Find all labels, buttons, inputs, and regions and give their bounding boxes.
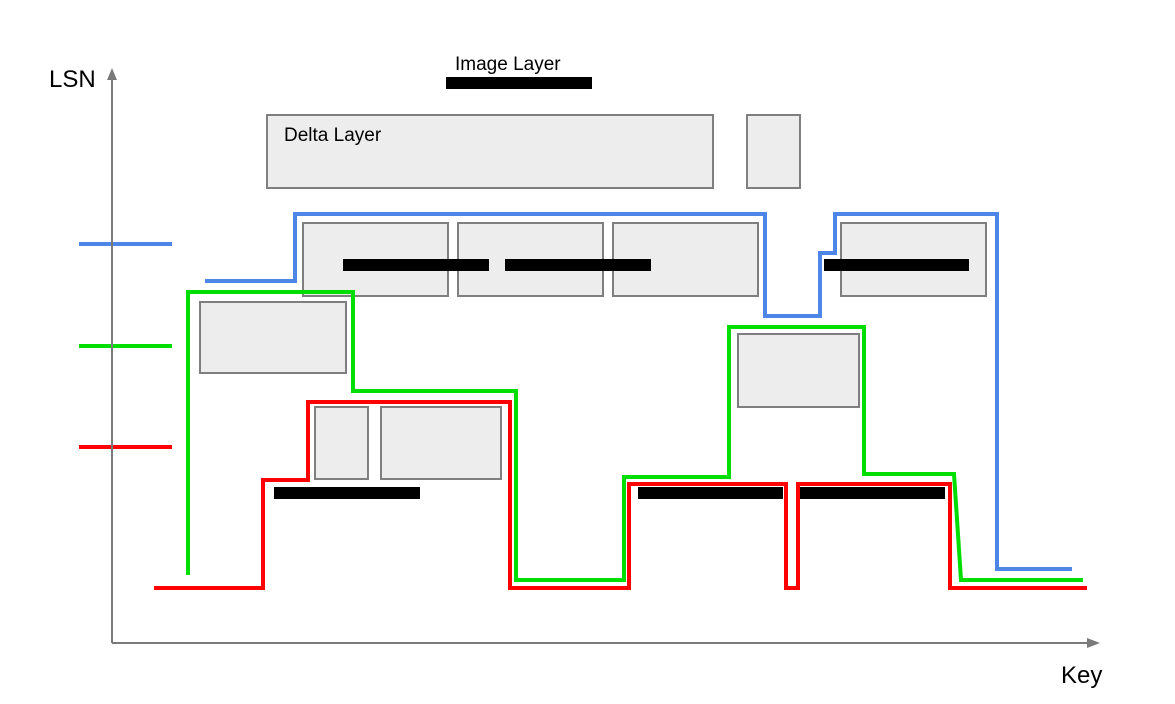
delta-layer-rect-8: [380, 406, 502, 480]
image-layer-bar-3: [824, 259, 969, 271]
image-layer-bars-group: [274, 77, 969, 499]
axes-group: [107, 68, 1100, 648]
lsn-ticks-group: [79, 242, 172, 449]
image-layer-label: Image Layer: [455, 54, 561, 75]
delta-layer-rect-6: [737, 333, 860, 408]
image-layer-legend-bar: [446, 77, 592, 89]
green-branch-lsn-line: [186, 290, 1083, 582]
delta-layer-rect-5: [199, 301, 347, 374]
y-axis-arrowhead: [107, 68, 117, 80]
blue-branch-lsn-line: [205, 212, 1072, 571]
x-axis-arrowhead: [1087, 638, 1100, 648]
image-layer-bar-2: [505, 259, 651, 271]
image-layer-bar-4: [274, 487, 420, 499]
red-branch-lsn-line: [154, 400, 1087, 590]
delta-layer-legend-small-rect: [746, 114, 801, 189]
image-layer-bar-5: [638, 487, 783, 499]
delta-layer-label: Delta Layer: [284, 125, 382, 146]
image-layer-bar-1: [343, 259, 489, 271]
branch-lines-group: [154, 212, 1087, 590]
delta-layer-rect-7: [314, 406, 369, 480]
delta-layer-legend-rect: [266, 114, 714, 189]
delta-layer-rects-group: [199, 114, 987, 480]
image-layer-bar-6: [799, 487, 945, 499]
key-axis-label: Key: [1061, 662, 1102, 689]
lsn-axis-label: LSN: [49, 66, 96, 93]
